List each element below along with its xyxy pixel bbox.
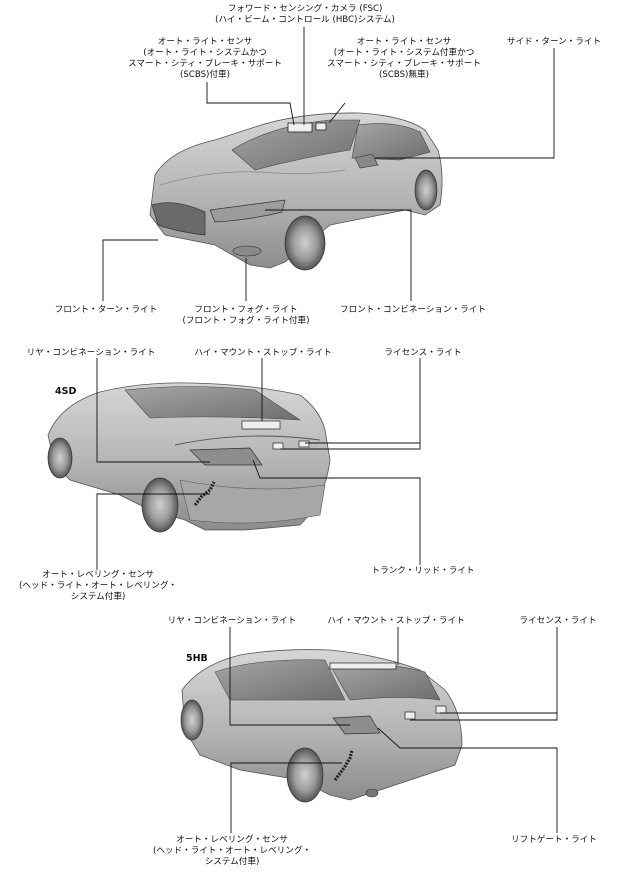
label-4sd-high-mount-stop-light: ハイ・マウント・ストップ・ライト bbox=[194, 348, 332, 358]
leader-4sd-leveling bbox=[96, 493, 210, 570]
leader-5hb-rear-combo bbox=[229, 627, 350, 726]
tag-4sd: 4SD bbox=[55, 386, 77, 397]
label-4sd-trunk-lid-light: トランク・リッド・ライト bbox=[371, 566, 475, 576]
leader-5hb-leveling bbox=[230, 762, 342, 833]
leader-front-turn bbox=[102, 239, 158, 301]
leader-5hb-liftgate bbox=[377, 727, 558, 833]
label-5hb-high-mount-stop-light: ハイ・マウント・ストップ・ライト bbox=[327, 616, 465, 626]
leader-4sd-license bbox=[280, 358, 421, 450]
label-front-combination-light: フロント・コンビネーション・ライト bbox=[340, 305, 486, 315]
label-5hb-auto-leveling-sensor: オート・レベリング・センサ (ヘッド・ライト・オート・レベリング・ システム付車… bbox=[152, 835, 312, 867]
label-fsc: フォワード・センシング・カメラ (FSC) (ハイ・ビーム・コントロール (HB… bbox=[215, 4, 395, 25]
label-4sd-license-light: ライセンス・ライト bbox=[384, 348, 462, 358]
label-auto-light-sensor-with-scbs: オート・ライト・センサ (オート・ライト・システムかつ スマート・シティ・ブレー… bbox=[128, 37, 282, 80]
label-front-turn-light: フロント・ターン・ライト bbox=[54, 305, 158, 315]
label-5hb-liftgate-light: リフトゲート・ライト bbox=[511, 835, 597, 845]
label-5hb-rear-combination-light: リヤ・コンビネーション・ライト bbox=[167, 616, 297, 626]
leader-4sd-rear-combo bbox=[96, 358, 210, 463]
label-side-turn-light: サイド・ターン・ライト bbox=[506, 37, 602, 47]
label-4sd-auto-leveling-sensor: オート・レベリング・センサ (ヘッド・ライト・オート・レベリング・ システム付車… bbox=[18, 570, 178, 602]
leader-side-turn bbox=[375, 48, 555, 159]
leader-front-combo bbox=[265, 209, 412, 301]
label-5hb-license-light: ライセンス・ライト bbox=[519, 616, 597, 626]
label-4sd-rear-combination-light: リヤ・コンビネーション・ライト bbox=[26, 348, 156, 358]
car-5hb-rear-view bbox=[180, 649, 463, 803]
label-front-fog-light: フロント・フォグ・ライト (フロント・フォグ・ライト付車) bbox=[182, 305, 310, 326]
car-4sd-rear-view bbox=[47, 382, 331, 533]
leader-sensor-with bbox=[206, 82, 295, 126]
leader-5hb-license bbox=[410, 627, 558, 721]
tag-5hb: 5HB bbox=[186, 653, 208, 664]
leader-sensor-without bbox=[328, 102, 346, 124]
leader-4sd-trunk bbox=[252, 459, 421, 565]
car-front-view bbox=[149, 112, 443, 271]
label-auto-light-sensor-without-scbs: オート・ライト・センサ (オート・ライト・システム付車かつ スマート・シティ・ブ… bbox=[327, 37, 481, 80]
leader-lines bbox=[96, 27, 558, 833]
